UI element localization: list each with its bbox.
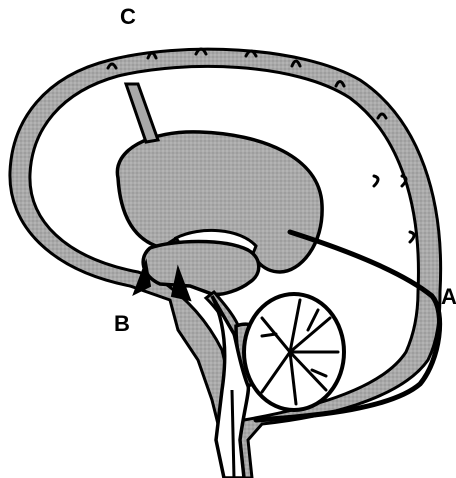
label-a: A [441,286,456,308]
label-b: B [114,313,130,335]
label-c: C [120,6,136,28]
central-canal [232,390,234,478]
cerebellum [244,294,344,410]
pointer-line-c [126,84,158,142]
